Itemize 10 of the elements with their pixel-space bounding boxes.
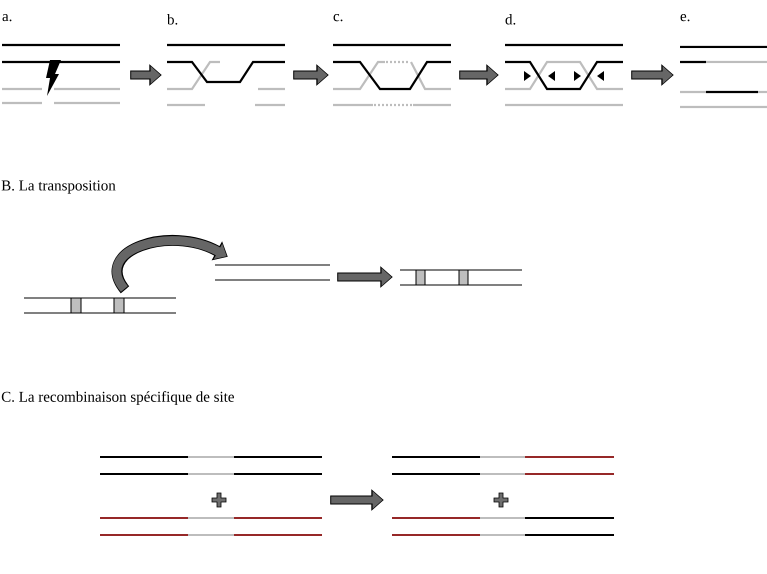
section-title: B. La transposition [2, 180, 116, 194]
dna-strands-drawing [400, 270, 522, 286]
panel-label: b. [167, 14, 178, 25]
section-title: C. La recombinaison spécifique de site [2, 391, 234, 405]
dna-strands-drawing [24, 298, 176, 314]
panel-label: c. [334, 14, 342, 22]
dna-strands-drawing [214, 264, 330, 280]
panel-label: a. [2, 14, 12, 22]
panel-label: e. [680, 14, 690, 22]
panel-label: d. [506, 14, 516, 25]
